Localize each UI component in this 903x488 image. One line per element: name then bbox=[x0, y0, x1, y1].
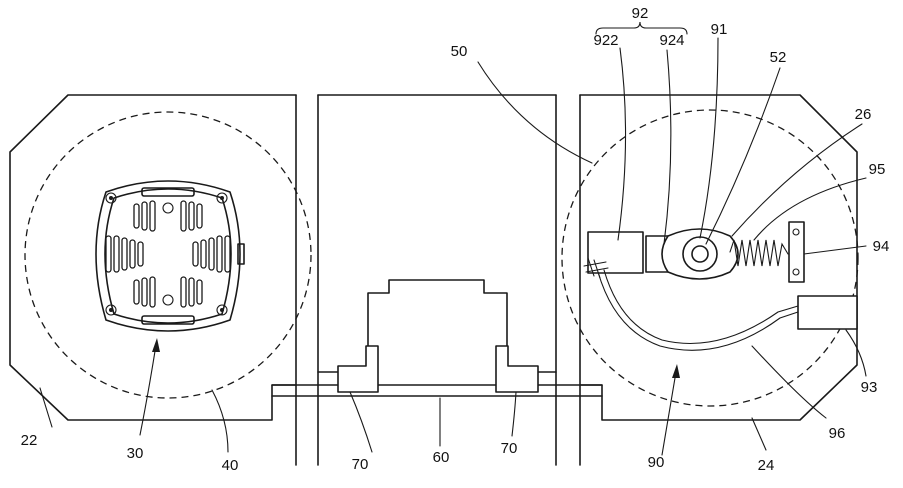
reference-labels: 92 922 924 91 52 50 26 95 94 93 96 22 30… bbox=[21, 5, 890, 474]
cam-shaft bbox=[691, 245, 709, 263]
right-dashed-circle bbox=[561, 109, 859, 407]
plug-icon bbox=[583, 257, 609, 279]
leader-lines bbox=[39, 21, 867, 453]
left-housing-outline bbox=[9, 94, 297, 421]
grille-assembly bbox=[95, 180, 245, 332]
right-bracket bbox=[495, 345, 539, 393]
stopper-hole-bottom bbox=[792, 268, 800, 276]
arrow-90-icon bbox=[661, 364, 680, 456]
module-922 bbox=[587, 231, 644, 274]
label-91: 91 bbox=[711, 21, 728, 38]
block-93 bbox=[797, 295, 858, 330]
grille-slots bbox=[105, 200, 231, 308]
label-90: 90 bbox=[648, 454, 665, 471]
grille-center-screw-top bbox=[162, 202, 174, 214]
stopper-hole-top bbox=[792, 228, 800, 236]
label-924: 924 bbox=[659, 32, 684, 49]
label-60: 60 bbox=[433, 449, 450, 466]
label-70-right: 70 bbox=[501, 440, 518, 457]
label-96: 96 bbox=[829, 425, 846, 442]
left-bracket bbox=[337, 345, 379, 393]
cable-96 bbox=[597, 271, 799, 351]
cross-bar bbox=[271, 371, 603, 397]
label-26: 26 bbox=[855, 106, 872, 123]
label-95: 95 bbox=[869, 161, 886, 178]
label-24: 24 bbox=[758, 457, 775, 474]
label-30: 30 bbox=[127, 445, 144, 462]
label-22: 22 bbox=[21, 432, 38, 449]
label-52: 52 bbox=[770, 49, 787, 66]
label-92: 92 bbox=[632, 5, 649, 22]
screw-icon bbox=[105, 192, 228, 316]
label-50: 50 bbox=[451, 43, 468, 60]
label-93: 93 bbox=[861, 379, 878, 396]
cable-96-inner bbox=[603, 269, 799, 345]
center-block bbox=[367, 279, 508, 373]
arrow-30-icon bbox=[139, 338, 160, 436]
left-rail bbox=[295, 94, 319, 466]
left-dashed-circle bbox=[24, 111, 312, 399]
grille-center-screw-bottom bbox=[162, 294, 174, 306]
label-40: 40 bbox=[222, 457, 239, 474]
label-70-left: 70 bbox=[352, 456, 369, 473]
stopper-plate-94 bbox=[788, 221, 805, 283]
right-housing-outline bbox=[579, 94, 858, 421]
label-94: 94 bbox=[873, 238, 890, 255]
label-922: 922 bbox=[593, 32, 618, 49]
spring-95 bbox=[729, 239, 789, 267]
